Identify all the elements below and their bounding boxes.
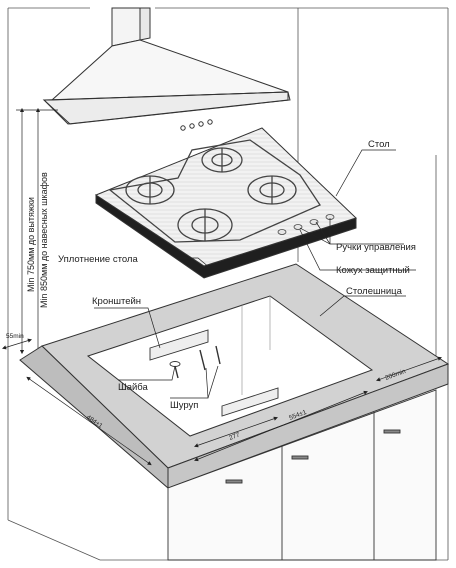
cutout-dimensions (1, 338, 442, 466)
range-hood (42, 7, 291, 131)
label-controls: Ручки управления (336, 242, 416, 253)
cutout-opening (86, 295, 374, 437)
label-screw: Шуруп (170, 400, 198, 411)
label-countertop: Столешница (346, 286, 403, 297)
screw (215, 345, 221, 365)
label-shield: Кожух защитный (336, 265, 410, 276)
cabinet-handle (225, 479, 243, 484)
washer (169, 361, 181, 367)
label-seal: Уплотнение стола (58, 254, 138, 265)
callout-leaders (94, 149, 416, 399)
bracket (149, 329, 209, 361)
hood-clearance-note: Min 750мм до вытяжки (26, 197, 36, 292)
side-gap-dimension: 55min (6, 333, 24, 340)
cabinet-clearance-note: Min 850мм до навесных шкафов (39, 172, 49, 308)
cabinet-handle (291, 455, 309, 460)
label-table: Стол (368, 139, 390, 150)
cabinet-handle (383, 429, 401, 434)
height-dimensions (16, 107, 58, 355)
label-bracket: Кронштейн (92, 296, 141, 307)
pan-supports (108, 139, 321, 243)
gas-hob (94, 127, 357, 279)
screw (199, 349, 206, 371)
hood-control-buttons (180, 119, 213, 131)
label-washer: Шайба (118, 382, 149, 393)
bracket-offset-dimension: 277 (228, 431, 241, 441)
